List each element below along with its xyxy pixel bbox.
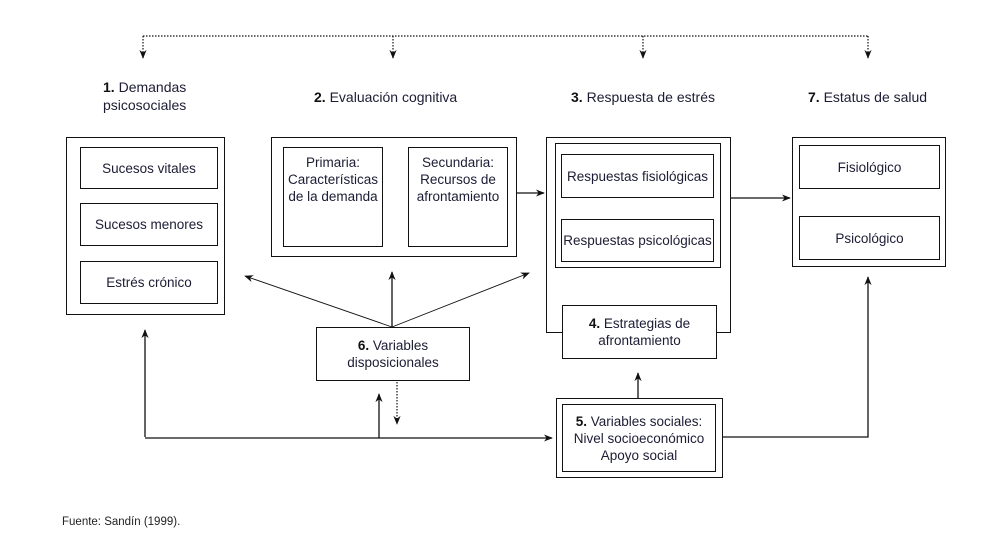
n4-line1: Estrategias de [603,316,691,331]
arrow-n6-n1 [244,275,393,328]
n2-item-secundaria: Secundaria: Recursos de afrontamiento [408,147,508,247]
n7-item-fisiologico: Fisiológico [799,145,940,189]
n2-primaria-line3: de la demanda [288,189,378,204]
n7-number: 7. [808,89,820,105]
n3-header: 3. Respuesta de estrés [571,88,715,106]
n7-item-label: Fisiológico [837,159,902,175]
n6-line1: Variables [372,338,429,353]
source-caption: Fuente: Sandín (1999). [62,516,181,528]
n2-secundaria-line2: Recursos de [420,172,496,187]
n1-title-line1: Demandas [118,79,187,95]
feedback-dotted-connector [139,35,872,59]
n3-title: Respuesta de estrés [586,89,715,105]
n4-line2: afrontamiento [598,333,681,348]
n5-inner: 5. Variables sociales: Nivel socioeconóm… [562,404,716,472]
n2-primaria-line2: Características [287,172,379,187]
n1-title-line2: psicosociales [103,97,187,113]
n4-number: 4. [588,316,601,331]
n6-box: 6. Variables disposicionales [316,327,470,381]
n7-item-psicologico: Psicológico [799,216,940,260]
n3-item-psicologicas: Respuestas psicológicas [561,219,714,262]
n1-item-label: Sucesos menores [94,217,204,232]
n2-number: 2. [314,89,326,105]
n2-header: 2. Evaluación cognitiva [314,88,457,106]
n1-item-label: Estrés crónico [106,275,192,290]
n1-item-sucesos-vitales: Sucesos vitales [80,147,218,189]
n3-number: 3. [571,89,583,105]
n3-item-fisiologicas: Respuestas fisiológicas [561,154,714,198]
n1-item-estres-cronico: Estrés crónico [80,261,218,304]
n2-secundaria-line3: afrontamiento [416,189,500,204]
n5-line3: Apoyo social [600,447,678,463]
n1-number: 1. [103,79,115,95]
n1-header: 1. Demandas psicosociales [103,78,186,114]
arrow-n6-n3 [391,272,530,328]
n2-secundaria-line1: Secundaria: [421,155,495,170]
n1-item-label: Sucesos vitales [102,160,196,176]
n5-number: 5. [575,413,587,429]
n3-item-label: Respuestas psicológicas [563,233,712,248]
n7-title: Estatus de salud [823,89,928,105]
n5-line1: Variables sociales: [590,413,703,429]
arrow-n5-n7 [723,276,872,438]
n7-item-label: Psicológico [835,230,904,246]
n4-box: 4. Estrategias de afrontamiento [562,305,717,359]
n7-header: 7. Estatus de salud [808,88,927,106]
n6-line2: disposicionales [347,355,439,370]
n2-item-primaria: Primaria: Características de la demanda [283,147,383,247]
n2-title: Evaluación cognitiva [329,89,458,105]
n2-primaria-line1: Primaria: [305,155,360,170]
n1-item-sucesos-menores: Sucesos menores [80,203,218,246]
n5-line2: Nivel socioeconómico [573,430,705,446]
n6-number: 6. [357,338,370,353]
n3-item-label: Respuestas fisiológicas [566,168,709,184]
